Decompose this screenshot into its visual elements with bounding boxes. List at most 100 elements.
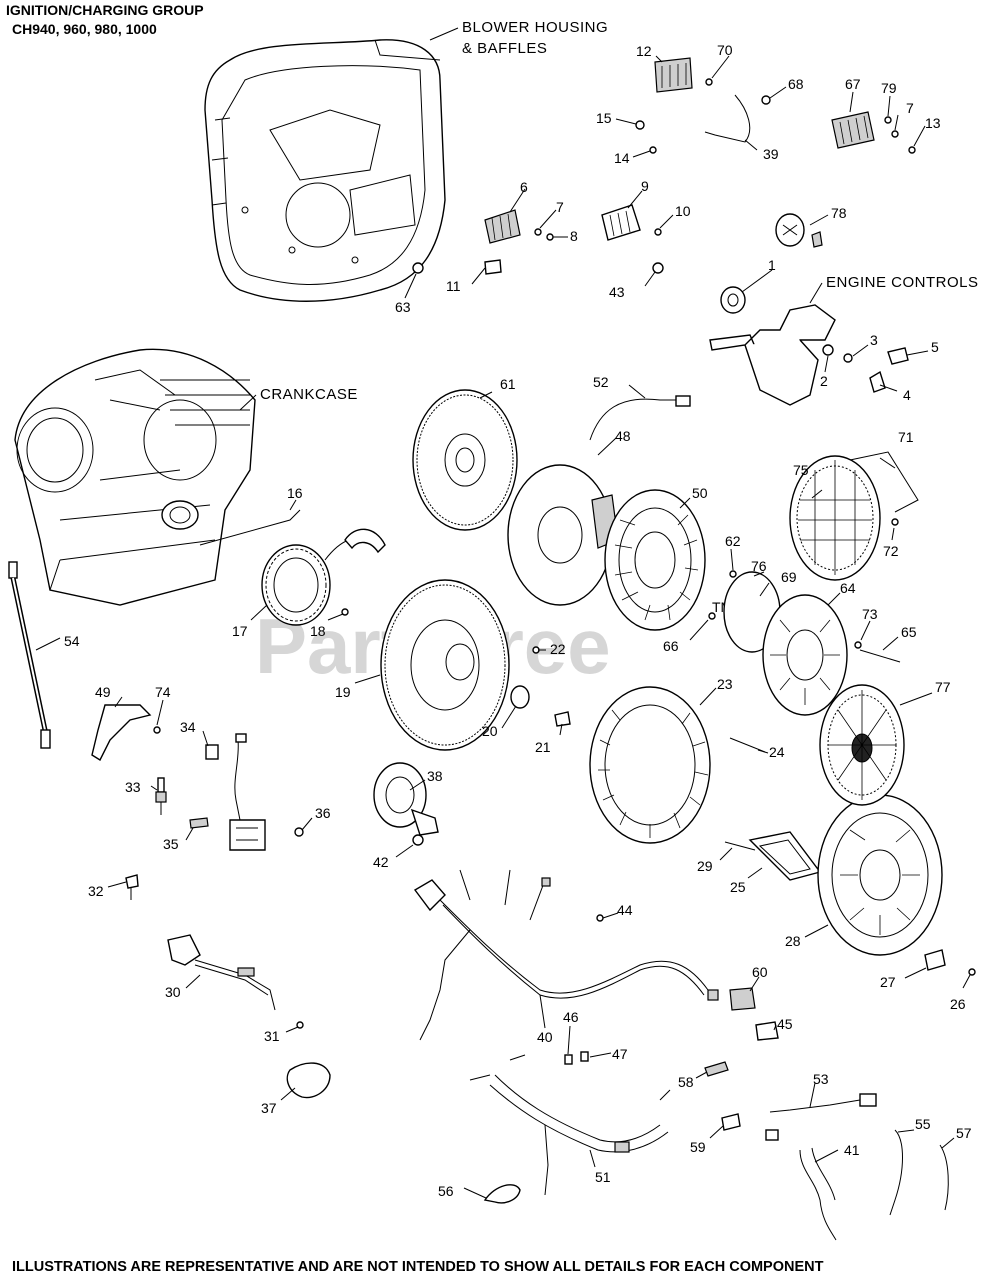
callout-35: 35 — [163, 836, 179, 852]
callout-67: 67 — [845, 76, 861, 92]
callout-60: 60 — [752, 964, 768, 980]
callout-77: 77 — [935, 679, 951, 695]
callout-6: 6 — [520, 179, 528, 195]
callout-52: 52 — [593, 374, 609, 390]
label-crankcase: CRANKCASE — [260, 386, 358, 403]
callout-28: 28 — [785, 933, 801, 949]
callout-10: 10 — [675, 203, 691, 219]
callout-15: 15 — [596, 110, 612, 126]
footer-disclaimer: ILLUSTRATIONS ARE REPRESENTATIVE AND ARE… — [12, 1259, 824, 1275]
callout-37: 37 — [261, 1100, 277, 1116]
callout-53: 53 — [813, 1071, 829, 1087]
callout-61: 61 — [500, 376, 516, 392]
callout-2: 2 — [820, 373, 828, 389]
callout-51: 51 — [595, 1169, 611, 1185]
callout-27: 27 — [880, 974, 896, 990]
callout-58: 58 — [678, 1074, 694, 1090]
callout-29: 29 — [697, 858, 713, 874]
callout-14: 14 — [614, 150, 630, 166]
blower-housing-drawing — [204, 39, 446, 302]
callout-33: 33 — [125, 779, 141, 795]
callout-56: 56 — [438, 1183, 454, 1199]
callout-46: 46 — [563, 1009, 579, 1025]
callout-25: 25 — [730, 879, 746, 895]
callout-45: 45 — [777, 1016, 793, 1032]
callout-16: 16 — [287, 485, 303, 501]
callout-74: 74 — [155, 684, 171, 700]
part-75-screen — [789, 455, 881, 581]
callout-75: 75 — [793, 462, 809, 478]
callout-4: 4 — [903, 387, 911, 403]
part-23-shroud — [589, 686, 711, 844]
part-50-fan — [604, 489, 706, 631]
callout-3: 3 — [870, 332, 878, 348]
callout-7b: 7 — [906, 100, 914, 116]
callout-65: 65 — [901, 624, 917, 640]
label-engine-controls: ENGINE CONTROLS — [826, 274, 979, 291]
callout-18: 18 — [310, 623, 326, 639]
callout-62: 62 — [725, 533, 741, 549]
callout-43: 43 — [609, 284, 625, 300]
callout-66: 66 — [663, 638, 679, 654]
callout-63: 63 — [395, 299, 411, 315]
part-6-rectifier — [484, 209, 521, 244]
callout-55: 55 — [915, 1116, 931, 1132]
callout-21: 21 — [535, 739, 551, 755]
part-30-module — [167, 934, 276, 1011]
callout-8: 8 — [570, 228, 578, 244]
part-12-regulator — [654, 57, 693, 93]
callout-76: 76 — [751, 558, 767, 574]
callout-5: 5 — [931, 339, 939, 355]
callout-labels: 1 2 3 4 5 6 7 7 8 9 10 11 12 13 14 15 16… — [64, 42, 972, 1199]
part-48-plate — [507, 464, 619, 606]
part-54-lead — [8, 561, 51, 749]
callout-42: 42 — [373, 854, 389, 870]
part-67-regulator — [831, 111, 875, 149]
callout-68: 68 — [788, 76, 804, 92]
part-40-harness — [413, 869, 719, 1041]
callout-64: 64 — [840, 580, 856, 596]
engine-controls-bracket — [709, 304, 836, 406]
model-list: CH940, 960, 980, 1000 — [12, 21, 157, 37]
part-77-screen — [819, 684, 905, 806]
callout-47: 47 — [612, 1046, 628, 1062]
part-1-knob — [720, 286, 746, 314]
callout-23: 23 — [717, 676, 733, 692]
diagram-title: IGNITION/CHARGING GROUP — [6, 2, 204, 18]
callout-73: 73 — [862, 606, 878, 622]
callout-48: 48 — [615, 428, 631, 444]
crankcase-drawing — [14, 348, 256, 606]
callout-34: 34 — [180, 719, 196, 735]
part-61-flywheel — [412, 389, 518, 531]
part-51-harness — [469, 1054, 671, 1196]
callout-70: 70 — [717, 42, 733, 58]
callout-59: 59 — [690, 1139, 706, 1155]
callout-57: 57 — [956, 1125, 972, 1141]
label-blower-housing: BLOWER HOUSING — [462, 19, 608, 36]
part-9-connector — [601, 204, 641, 241]
callout-71: 71 — [898, 429, 914, 445]
part-78-knob — [775, 213, 823, 248]
callout-19: 19 — [335, 684, 351, 700]
callout-12: 12 — [636, 43, 652, 59]
callout-24: 24 — [769, 744, 785, 760]
callout-22: 22 — [550, 641, 566, 657]
callout-72: 72 — [883, 543, 899, 559]
callout-54: 54 — [64, 633, 80, 649]
part-38-hub — [373, 762, 439, 836]
callout-36: 36 — [315, 805, 331, 821]
part-28-plate — [817, 794, 943, 956]
callout-32: 32 — [88, 883, 104, 899]
part-19-flywheel — [380, 579, 510, 751]
callout-39: 39 — [763, 146, 779, 162]
callout-7a: 7 — [556, 199, 564, 215]
label-baffles: & BAFFLES — [462, 40, 547, 57]
part-64-cover — [762, 594, 848, 716]
callout-30: 30 — [165, 984, 181, 1000]
part-17-stator — [261, 544, 331, 626]
callout-17: 17 — [232, 623, 248, 639]
callout-78: 78 — [831, 205, 847, 221]
callout-79: 79 — [881, 80, 897, 96]
callout-31: 31 — [264, 1028, 280, 1044]
